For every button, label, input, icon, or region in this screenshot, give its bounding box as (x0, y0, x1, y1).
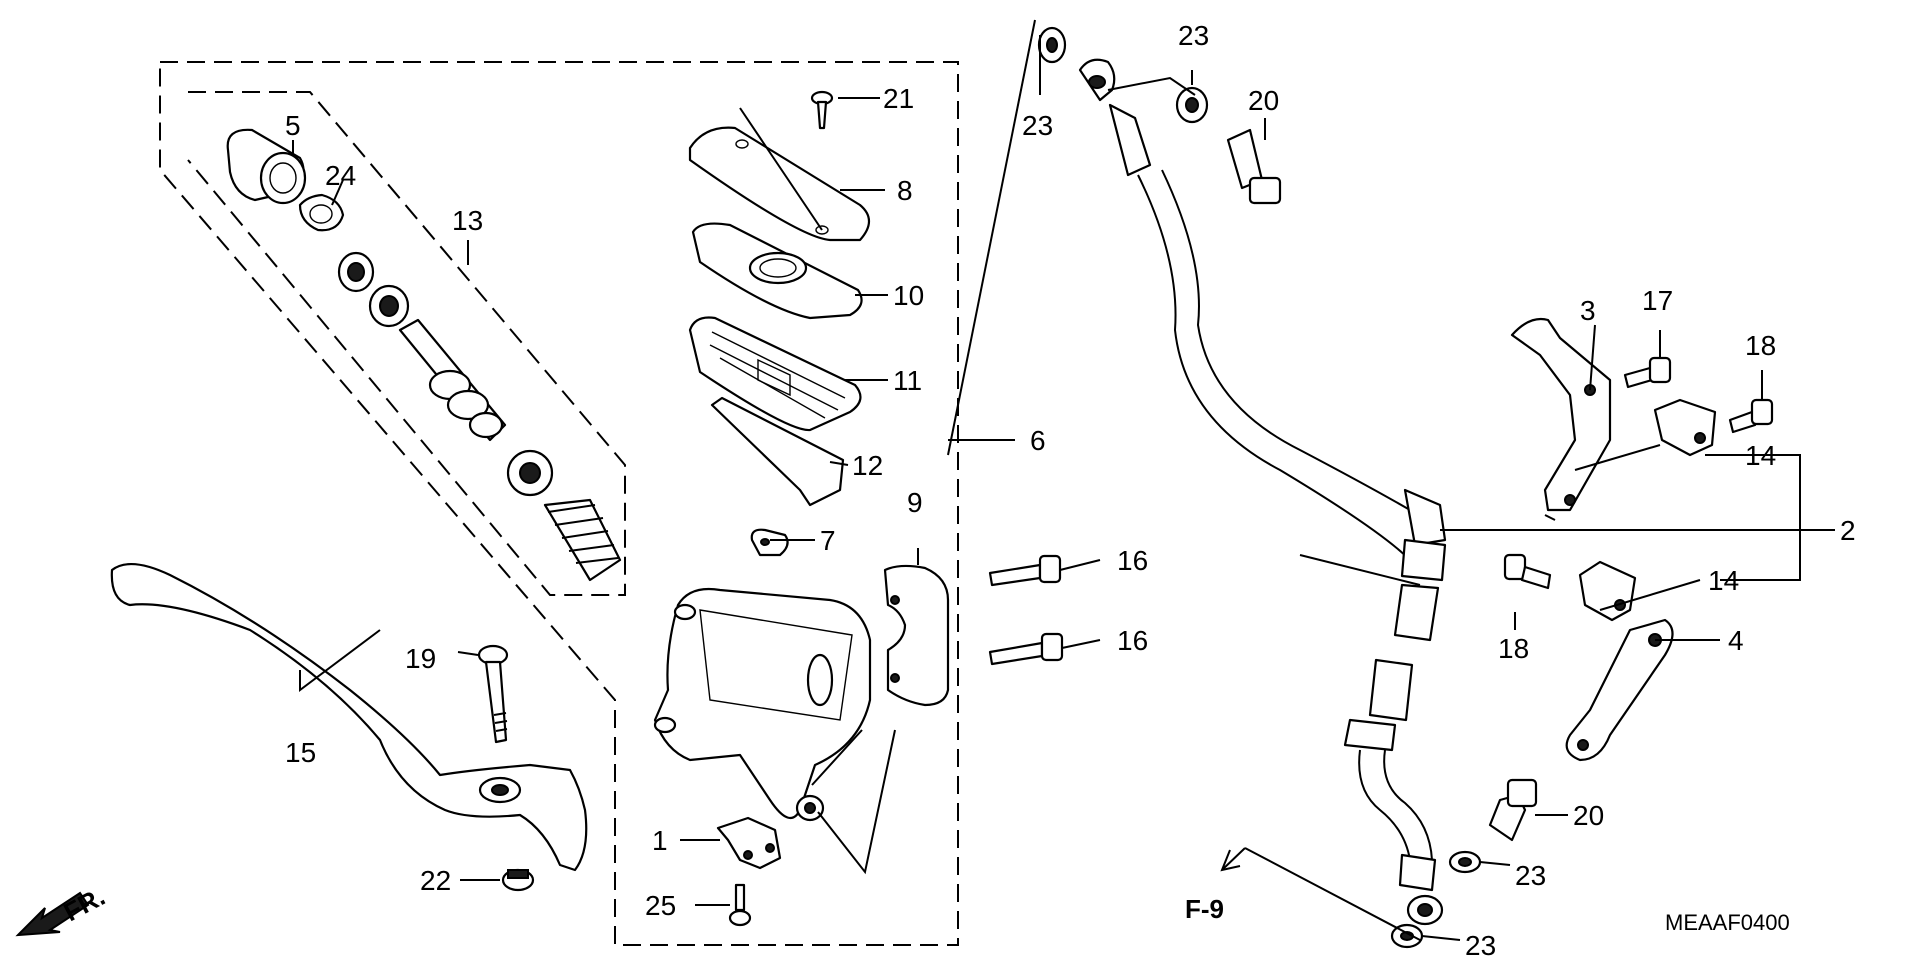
callout-19: 19 (405, 643, 436, 674)
callout-24: 24 (325, 160, 356, 191)
callout-9: 9 (907, 487, 923, 518)
callout-23c: 23 (1515, 860, 1546, 891)
callout-25: 25 (645, 890, 676, 921)
piston-cup (368, 284, 410, 328)
diaphragm-11 (688, 316, 862, 432)
callout-6: 6 (1030, 425, 1046, 456)
callout-5: 5 (285, 110, 301, 141)
callout-18a: 18 (1745, 330, 1776, 361)
clamp-7 (750, 528, 789, 557)
front-arrow-icon (15, 891, 90, 937)
piston (398, 318, 507, 442)
clamp-14b (1578, 560, 1637, 622)
brake-hose-2 (1078, 58, 1447, 926)
callout-14a: 14 (1745, 440, 1776, 471)
callout-12: 12 (852, 450, 883, 481)
bolt-18a (1728, 398, 1774, 434)
callout-23d: 23 (1465, 930, 1496, 959)
nut-22 (501, 868, 535, 892)
callout-14b: 14 (1708, 565, 1739, 596)
washer-23b (1175, 86, 1209, 124)
circlip-24 (298, 193, 345, 232)
holder-bolt-16a (988, 554, 1062, 587)
master-cylinder-body (653, 587, 872, 822)
screw-25 (728, 883, 752, 927)
callout-numbers: 5 24 13 21 8 10 11 12 7 9 16 16 6 23 23 … (285, 20, 1856, 959)
reservoir-cap-8 (688, 126, 871, 242)
callout-17: 17 (1642, 285, 1673, 316)
callout-23b: 23 (1178, 20, 1209, 51)
callout-3: 3 (1580, 295, 1596, 326)
callout-22: 22 (420, 865, 451, 896)
callout-4: 4 (1728, 625, 1744, 656)
brake-switch-1 (716, 816, 782, 870)
plate-12 (710, 396, 845, 507)
callout-8: 8 (897, 175, 913, 206)
callout-16a: 16 (1117, 545, 1148, 576)
return-spring (543, 498, 622, 582)
diagram-code: MEAAF0400 (1665, 910, 1790, 935)
assembly-13-outline (187, 91, 626, 596)
clamp-14a (1653, 398, 1717, 457)
callout-11: 11 (893, 365, 922, 396)
banjo-bolt-20b (1488, 778, 1538, 842)
leader-lines (292, 19, 1835, 941)
pivot-bolt-19 (477, 644, 509, 744)
callout-2: 2 (1840, 515, 1856, 546)
assembly-6-outline (159, 61, 959, 946)
callout-18b: 18 (1498, 633, 1529, 664)
callout-7: 7 (820, 525, 836, 556)
primary-cup (506, 449, 554, 497)
bolt-18b (1503, 553, 1552, 590)
diaphragm-plate-10 (691, 222, 863, 320)
callout-15: 15 (285, 737, 316, 768)
seal-washer (337, 251, 375, 293)
callout-10: 10 (893, 280, 924, 311)
bolt-17 (1623, 356, 1672, 389)
holder-9 (883, 564, 950, 707)
callout-20a: 20 (1248, 85, 1279, 116)
washer-23a (1037, 26, 1067, 64)
callout-13: 13 (452, 205, 483, 236)
callout-21: 21 (883, 83, 914, 114)
callout-1: 1 (652, 825, 668, 856)
piston-boot-5 (226, 128, 307, 205)
bracket-3 (1510, 317, 1612, 512)
screw-21 (810, 90, 834, 130)
banjo-bolt-20a (1226, 128, 1282, 205)
brake-lever-15 (110, 562, 588, 872)
callout-20b: 20 (1573, 800, 1604, 831)
holder-bolt-16b (988, 632, 1064, 666)
section-ref: F-9 (1185, 894, 1224, 924)
callout-16b: 16 (1117, 625, 1148, 656)
washer-23c (1448, 850, 1482, 874)
bracket-4 (1565, 618, 1674, 762)
callout-23a: 23 (1022, 110, 1053, 141)
